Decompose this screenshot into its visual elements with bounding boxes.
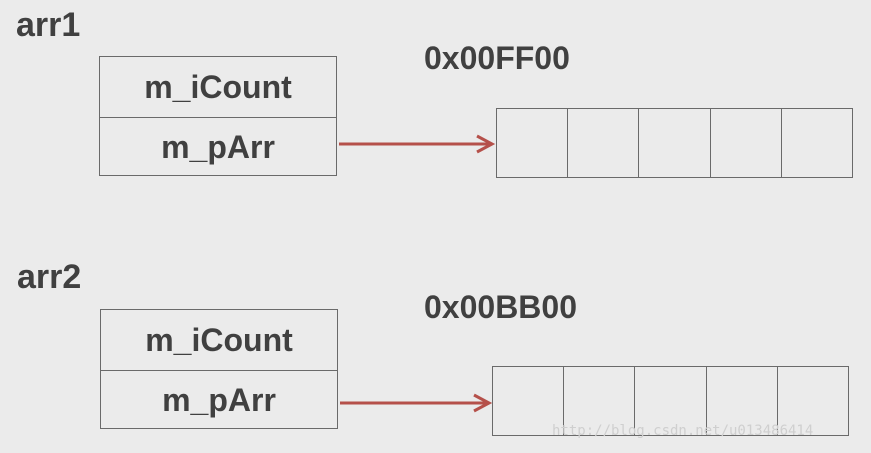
arr1-array-cell: [780, 109, 852, 177]
arr1-array-cell: [497, 109, 567, 177]
arr1-field-parr: m_pArr: [100, 117, 336, 177]
watermark-text: http://blog.csdn.net/u013486414: [552, 423, 814, 439]
arr2-struct: m_iCount m_pArr: [100, 309, 338, 429]
arr1-array-cell: [567, 109, 638, 177]
arr1-array-cell: [638, 109, 709, 177]
arr2-array-cell: [705, 367, 777, 435]
arr2-pointer-arrow: [340, 393, 493, 413]
arr2-field-count: m_iCount: [145, 321, 293, 358]
arr2-array-cell: [634, 367, 705, 435]
arr1-pointer-arrow: [339, 134, 496, 154]
arr1-array-cell: [709, 109, 781, 177]
arr1-field-count: m_iCount: [144, 68, 292, 105]
arr2-array-cell: [563, 367, 634, 435]
arr1-address: 0x00FF00: [424, 40, 570, 76]
arr1-heap-array: [496, 108, 853, 178]
arr2-array-cell: [776, 367, 848, 435]
arr1-label: arr1: [16, 6, 81, 44]
arr2-heap-array: [492, 366, 849, 436]
arr2-address: 0x00BB00: [424, 289, 577, 325]
arr2-field-parr: m_pArr: [101, 370, 337, 430]
arr2-label: arr2: [17, 258, 82, 296]
arr1-struct: m_iCount m_pArr: [99, 56, 337, 176]
